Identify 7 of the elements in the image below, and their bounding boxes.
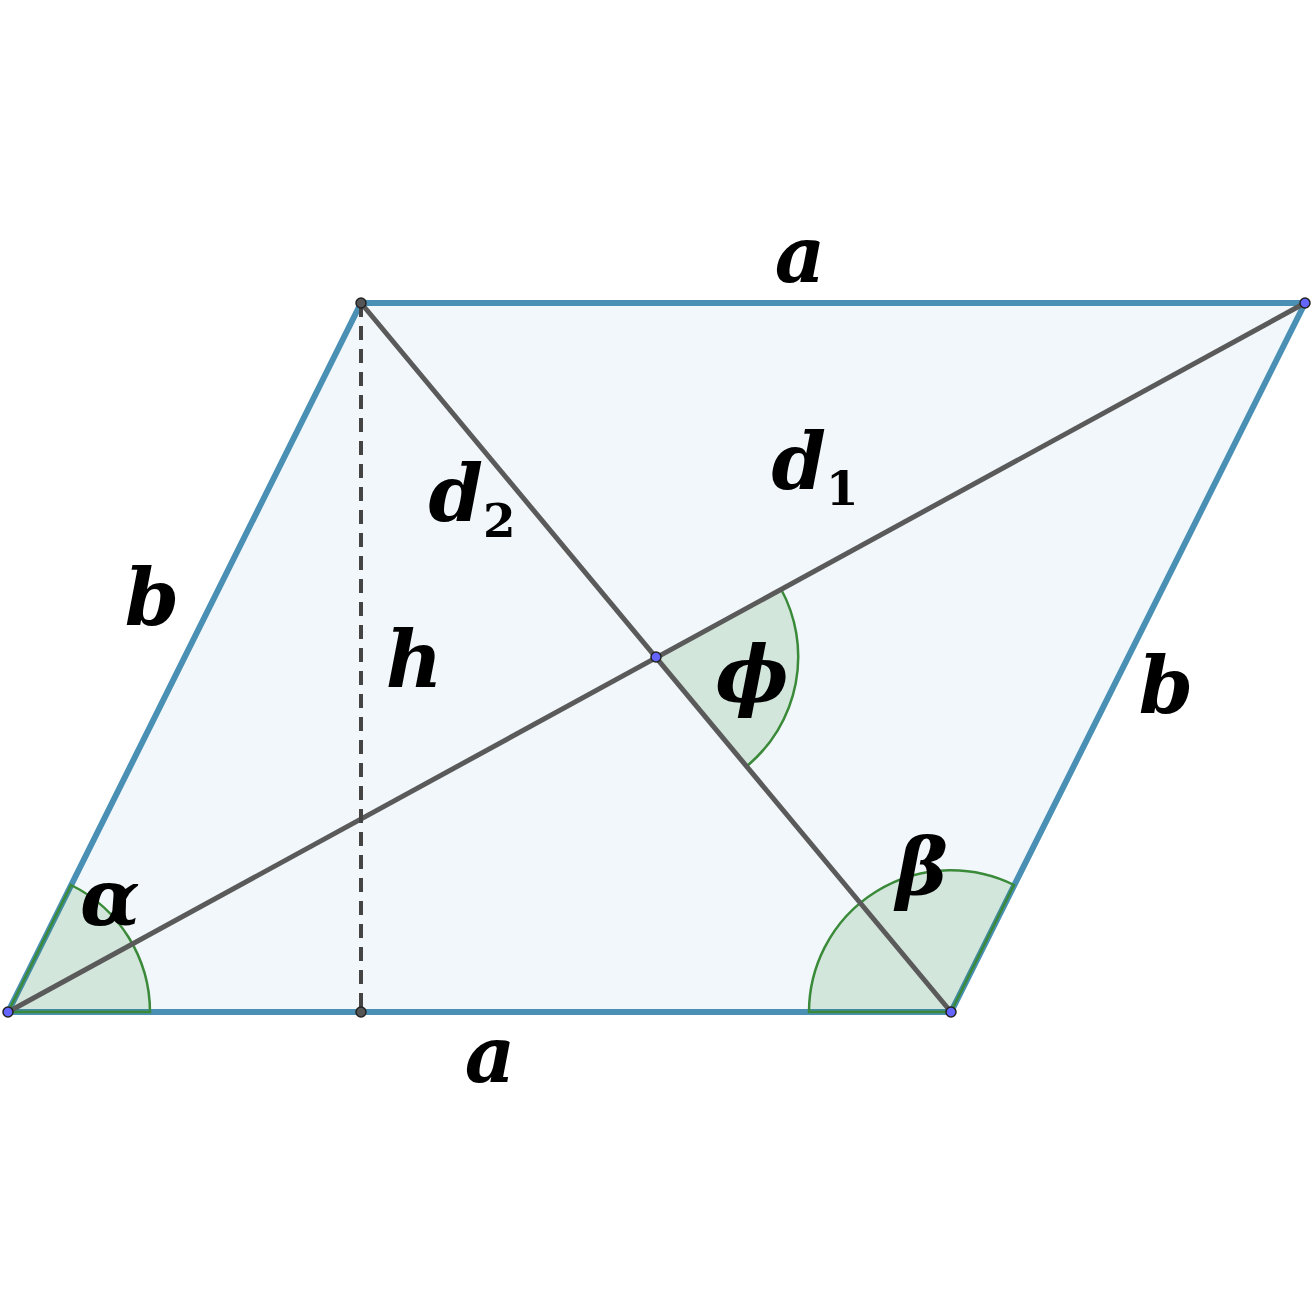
diagonal-label: d$_{2}$ <box>428 454 516 546</box>
diagonal-label: d$_{1}$ <box>771 422 859 514</box>
height-label: h <box>385 621 443 699</box>
side-label: a <box>774 216 826 294</box>
side-label: b <box>1138 647 1194 725</box>
side-label: b <box>124 559 180 637</box>
side-label: a <box>464 1016 516 1094</box>
